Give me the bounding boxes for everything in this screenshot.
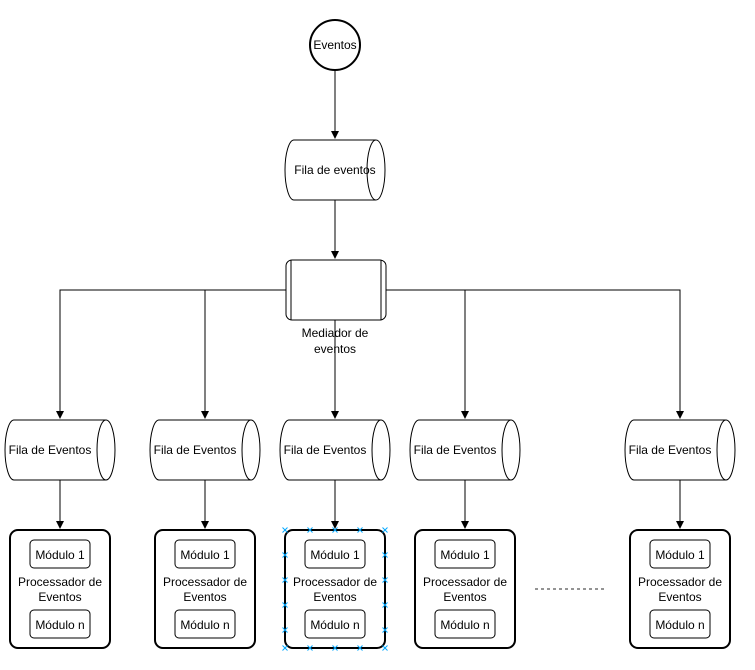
selection-handle[interactable] xyxy=(382,552,388,558)
module-n-label: Módulo n xyxy=(35,618,84,632)
mediator-node[interactable] xyxy=(285,259,387,321)
processor-title-line1: Processador de xyxy=(293,575,377,589)
branch-connectors xyxy=(56,289,684,419)
processor-title-line1: Processador de xyxy=(18,575,102,589)
mediator-label-line2: eventos xyxy=(314,342,356,356)
start-node[interactable]: Eventos xyxy=(309,19,361,71)
selection-handle[interactable] xyxy=(357,527,363,533)
module-1-label: Módulo 1 xyxy=(655,548,705,562)
module-n-box[interactable] xyxy=(304,609,366,639)
selection-handle[interactable] xyxy=(307,527,313,533)
connector-mediator-to-queue-1 xyxy=(56,289,286,419)
module-1-box[interactable] xyxy=(304,539,366,569)
queue-label: Fila de Eventos xyxy=(284,443,367,457)
module-1-box[interactable] xyxy=(649,539,711,569)
main-queue[interactable]: Fila de eventos xyxy=(284,139,386,201)
queue-label: Fila de Eventos xyxy=(629,443,712,457)
queue-3[interactable]: Fila de Eventos xyxy=(279,419,391,481)
module-n-label: Módulo n xyxy=(310,618,359,632)
processor-title-line2: Eventos xyxy=(443,590,486,604)
selection-handle[interactable] xyxy=(382,627,388,633)
module-1-label: Módulo 1 xyxy=(440,548,490,562)
module-n-box[interactable] xyxy=(29,609,91,639)
processor-title-line2: Eventos xyxy=(313,590,356,604)
module-n-label: Módulo n xyxy=(655,618,704,632)
selection-handle[interactable] xyxy=(282,527,288,533)
queue-label: Fila de Eventos xyxy=(154,443,237,457)
queue-label: Fila de Eventos xyxy=(9,443,92,457)
module-n-box[interactable] xyxy=(174,609,236,639)
queue-1[interactable]: Fila de Eventos xyxy=(4,419,116,481)
processor-title-line2: Eventos xyxy=(38,590,81,604)
start-node-label: Eventos xyxy=(313,38,356,52)
module-1-label: Módulo 1 xyxy=(310,548,360,562)
selection-handle[interactable] xyxy=(282,552,288,558)
queue-4[interactable]: Fila de Eventos xyxy=(409,419,521,481)
module-1-label: Módulo 1 xyxy=(180,548,230,562)
module-n-label: Módulo n xyxy=(440,618,489,632)
queue-2[interactable]: Fila de Eventos xyxy=(149,419,261,481)
processor-title-line1: Processador de xyxy=(163,575,247,589)
selection-handle[interactable] xyxy=(282,645,288,651)
selection-handles xyxy=(282,527,388,651)
queue-5[interactable]: Fila de Eventos xyxy=(624,419,736,481)
selection-handle[interactable] xyxy=(382,645,388,651)
main-queue-label: Fila de eventos xyxy=(294,163,375,177)
module-1-label: Módulo 1 xyxy=(35,548,85,562)
selection-handle[interactable] xyxy=(282,577,288,583)
selection-handle[interactable] xyxy=(282,602,288,608)
selection-handle[interactable] xyxy=(357,645,363,651)
queue-label: Fila de Eventos xyxy=(414,443,497,457)
selection-handle[interactable] xyxy=(282,627,288,633)
module-1-box[interactable] xyxy=(174,539,236,569)
connector-mediator-to-queue-5 xyxy=(386,289,684,419)
processor-title-line1: Processador de xyxy=(423,575,507,589)
queues-row: Fila de Eventos Fila de Eventos Fila de Ev… xyxy=(4,419,736,529)
selection-handle[interactable] xyxy=(382,527,388,533)
processor-title-line2: Eventos xyxy=(183,590,226,604)
processor-title-line2: Eventos xyxy=(658,590,701,604)
selection-handle[interactable] xyxy=(332,527,338,533)
mediator-label-line1: Mediador de xyxy=(302,326,369,340)
selection-handle[interactable] xyxy=(382,577,388,583)
processor-title-line1: Processador de xyxy=(638,575,722,589)
selection-handle[interactable] xyxy=(332,645,338,651)
selection-handle[interactable] xyxy=(307,645,313,651)
module-n-label: Módulo n xyxy=(180,618,229,632)
module-1-box[interactable] xyxy=(434,539,496,569)
module-1-box[interactable] xyxy=(29,539,91,569)
module-n-box[interactable] xyxy=(649,609,711,639)
module-n-box[interactable] xyxy=(434,609,496,639)
selection-handle[interactable] xyxy=(382,602,388,608)
